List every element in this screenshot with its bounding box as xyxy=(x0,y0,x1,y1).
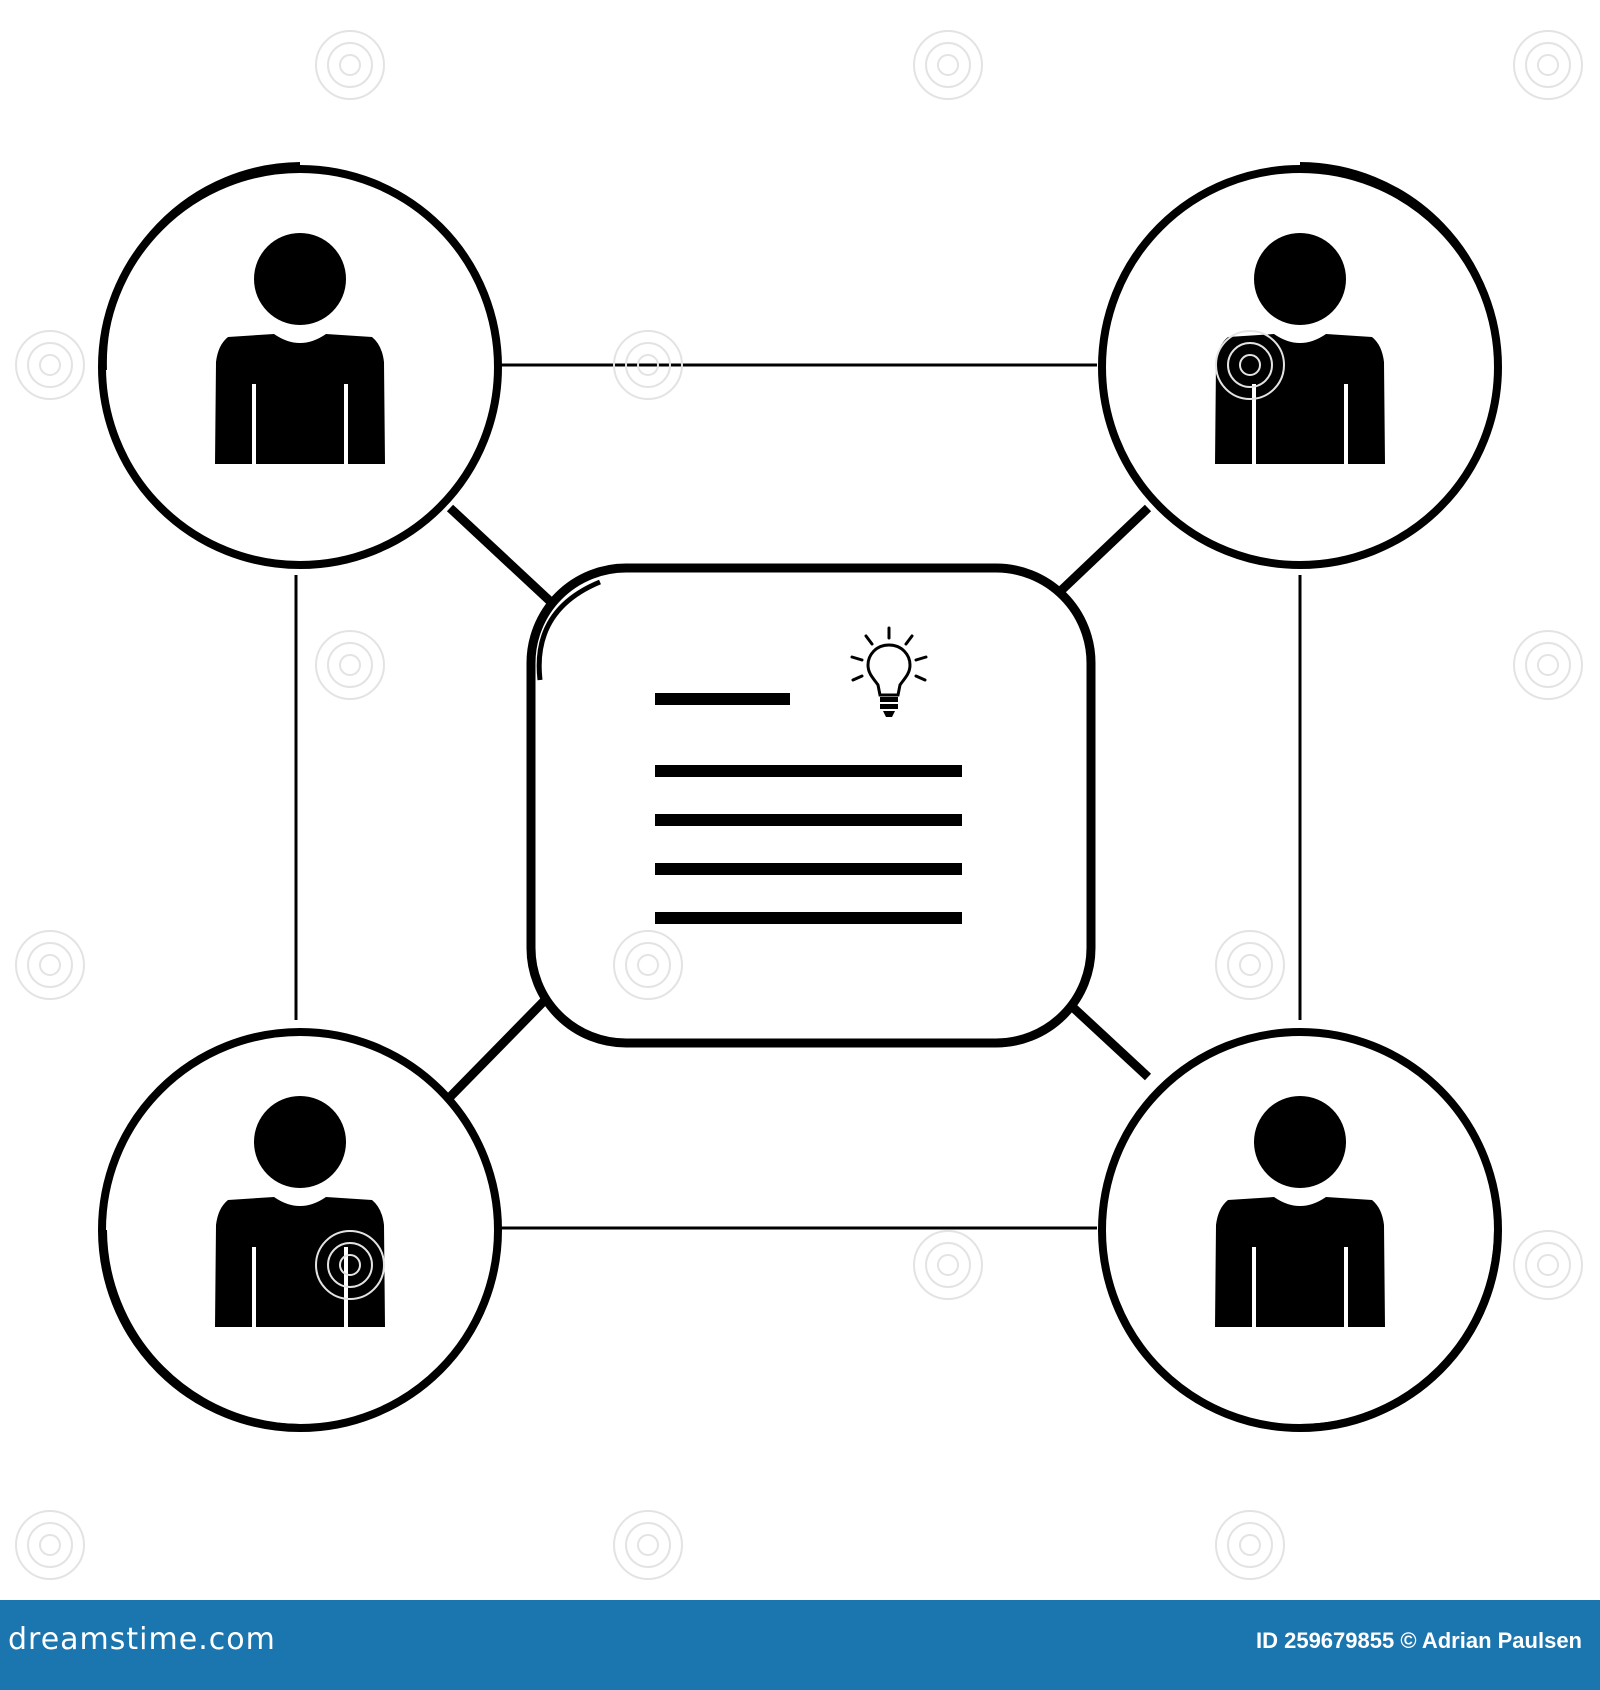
network-diagram xyxy=(15,30,1583,1580)
person-node-top-right xyxy=(1098,162,1502,569)
person-node-top-left xyxy=(98,162,502,569)
watermark-spiral-icon xyxy=(15,30,1583,1580)
person-icon xyxy=(215,233,385,464)
text-line xyxy=(655,863,962,875)
text-line xyxy=(655,814,962,826)
edge-diag-top-left xyxy=(446,504,556,607)
text-line-short xyxy=(655,693,790,705)
image-credit: ID 259679855 © Adrian Paulsen xyxy=(1255,1628,1582,1653)
text-line xyxy=(655,912,962,924)
site-name[interactable]: dreamstime.com xyxy=(8,1622,276,1657)
person-node-bottom-left xyxy=(98,1028,502,1432)
idea-document-node xyxy=(526,563,1096,1048)
person-node-bottom-right xyxy=(1098,1028,1502,1432)
person-icon xyxy=(1215,233,1385,464)
lightbulb-icon xyxy=(850,626,928,717)
footer-bar: dreamstime.com ID 259679855 © Adrian Pau… xyxy=(0,1600,1600,1690)
edge-diag-top-right xyxy=(1044,504,1152,607)
watermark xyxy=(15,30,1583,1580)
edge-diag-bottom-left xyxy=(446,996,549,1101)
person-icon xyxy=(215,1096,385,1327)
text-line xyxy=(655,765,962,777)
document-text-lines xyxy=(655,693,962,924)
person-icon xyxy=(1215,1096,1385,1327)
connectors xyxy=(294,363,1302,1230)
edge-diag-bottom-right xyxy=(1061,996,1152,1081)
